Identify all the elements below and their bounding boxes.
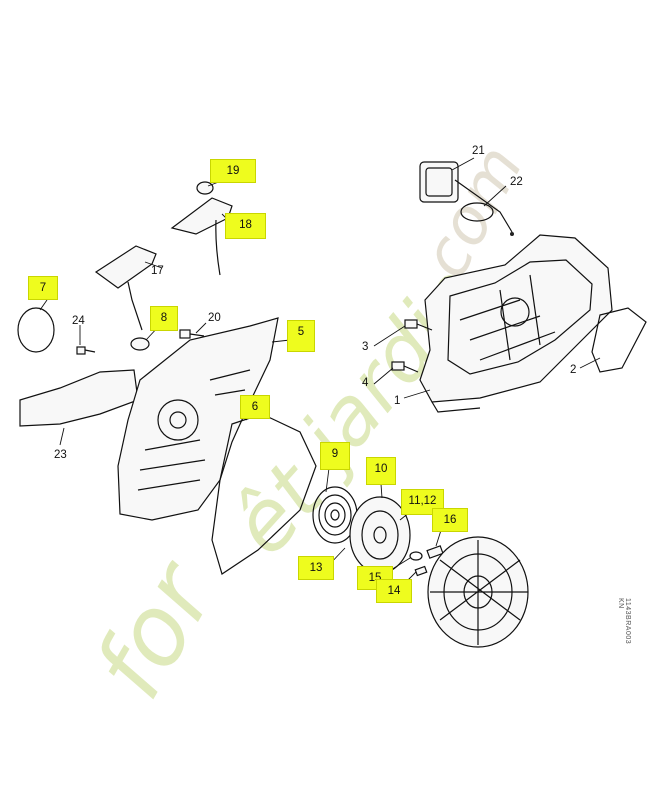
part-label-3[interactable]: 3 — [362, 341, 369, 353]
svg-text:for: for — [73, 541, 239, 716]
part-label-24[interactable]: 24 — [72, 315, 85, 327]
spring-clip-part — [409, 551, 423, 561]
crankcase-part — [419, 234, 613, 413]
flywheel-part — [427, 536, 529, 648]
rope-rotor-part — [349, 496, 411, 574]
part-label-6: 6 — [251, 401, 259, 413]
crankcase-gasket-part — [591, 307, 647, 373]
part-label-13: 13 — [309, 562, 323, 574]
part-label-1[interactable]: 1 — [394, 395, 401, 407]
part-label-19-highlight[interactable]: 19 — [210, 159, 256, 183]
handle-18-part — [170, 197, 233, 276]
plate-part — [19, 369, 139, 427]
part-label-18-highlight[interactable]: 18 — [225, 213, 266, 239]
part-label-21[interactable]: 21 — [472, 145, 485, 157]
part-label-5: 5 — [297, 326, 305, 338]
part-label-20[interactable]: 20 — [208, 312, 221, 324]
part-label-11-12-highlight[interactable]: 11,12 — [401, 489, 444, 515]
part-label-23[interactable]: 23 — [54, 449, 67, 461]
part-label-9-highlight[interactable]: 9 — [320, 442, 350, 470]
screw-4-part — [391, 361, 419, 373]
part-label-14: 14 — [387, 585, 401, 597]
screw-20-part — [179, 329, 205, 339]
part-label-16-highlight[interactable]: 16 — [432, 508, 468, 532]
gasket-ring-part — [460, 202, 494, 222]
cap-part — [196, 181, 214, 195]
part-label-8-highlight[interactable]: 8 — [150, 306, 178, 331]
part-label-17[interactable]: 17 — [151, 265, 164, 277]
screw-24-part — [76, 346, 96, 355]
part-label-22[interactable]: 22 — [510, 176, 523, 188]
pawl-part — [426, 545, 444, 559]
reference-code: 1143BRA003 KN — [617, 598, 631, 645]
part-label-7-highlight[interactable]: 7 — [28, 276, 58, 300]
part-label-14-highlight[interactable]: 14 — [376, 579, 412, 603]
part-label-19: 19 — [226, 165, 240, 177]
part-label-9: 9 — [331, 448, 339, 460]
pin-part — [414, 565, 428, 577]
screw-3-part — [404, 319, 433, 331]
part-label-4[interactable]: 4 — [362, 377, 369, 389]
starter-grip-part — [94, 245, 157, 331]
part-label-16: 16 — [443, 514, 457, 526]
part-label-18: 18 — [239, 219, 252, 231]
bushing-part — [130, 337, 150, 351]
part-label-6-highlight[interactable]: 6 — [240, 395, 270, 419]
part-label-7: 7 — [39, 282, 47, 294]
part-label-5-highlight[interactable]: 5 — [287, 320, 315, 352]
part-label-10-highlight[interactable]: 10 — [366, 457, 396, 485]
part-label-8: 8 — [160, 312, 168, 324]
part-label-2[interactable]: 2 — [570, 364, 577, 376]
air-guide-part — [211, 413, 317, 575]
disc-part — [17, 307, 55, 353]
part-label-11-12: 11,12 — [408, 495, 437, 507]
part-label-10: 10 — [374, 463, 388, 475]
fan-housing-part — [117, 317, 279, 521]
part-label-13-highlight[interactable]: 13 — [298, 556, 334, 580]
ignition-coil-part — [419, 161, 514, 236]
